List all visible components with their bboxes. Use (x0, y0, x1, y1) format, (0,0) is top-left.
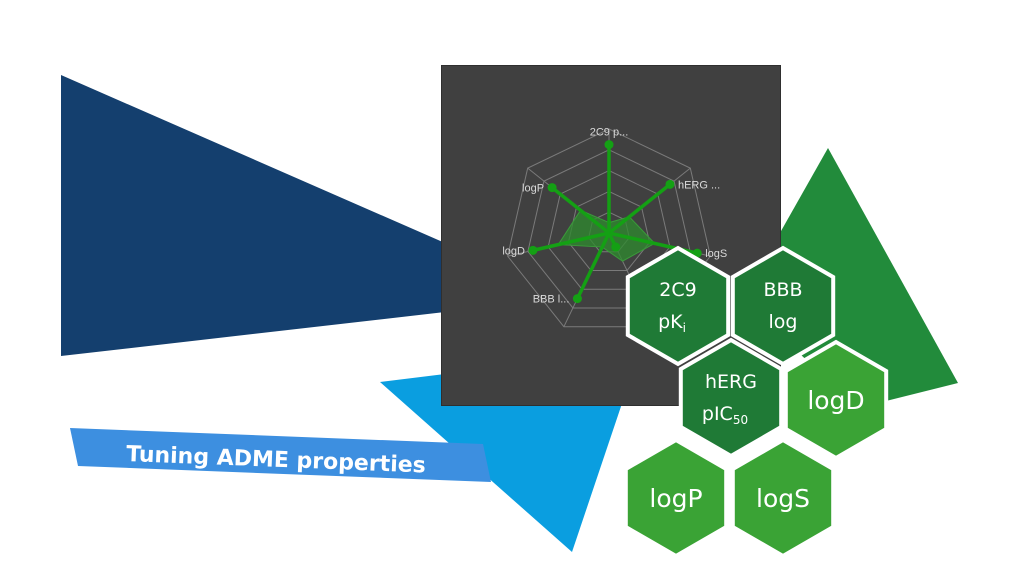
radar-axis-label: BBB l... (533, 294, 570, 306)
radar-axis-label: logP (522, 183, 544, 195)
radar-value-point (692, 248, 702, 258)
radar-value-line (550, 186, 611, 235)
radar-value-point (572, 294, 582, 304)
radar-value-point (528, 245, 538, 255)
hexagon-label: 2C9 (659, 279, 696, 301)
hexagon-2c9: 2C9 pKi (625, 245, 731, 367)
radar-ring (547, 170, 671, 290)
radar-value-point (665, 179, 675, 189)
radar-value-line (575, 232, 611, 300)
radar-axis-labels: 2C9 p... hERG ... logS BBB l... logD logP (502, 127, 727, 306)
hexagon-label: pKi (658, 311, 686, 335)
hexagon-logd: logD (783, 339, 889, 461)
radar-value-point (611, 242, 621, 252)
radar-value-point (547, 183, 557, 193)
radar-value-point (604, 140, 614, 150)
hexagon-label: logP (649, 484, 702, 513)
hexagon-label: logD (807, 386, 864, 415)
radar-axis-label: hERG ... (678, 179, 720, 191)
hexagon-label: BBB (763, 279, 802, 301)
radar-axis-label: logS (705, 248, 727, 260)
navy-wedge (61, 75, 445, 356)
radar-axis-label: logD (502, 245, 525, 257)
title-banner: Tuning ADME properties (70, 428, 491, 482)
hexagon-label: log (769, 311, 798, 333)
radar-chart-panel: 2C9 p... hERG ... logS BBB l... logD logP (441, 65, 781, 406)
radar-ring (507, 128, 711, 328)
radar-ring (567, 190, 651, 271)
hexagon-label: hERG (705, 371, 757, 393)
hexagon-logp: logP (623, 437, 729, 559)
radar-axis-label: 2C9 p... (590, 127, 629, 139)
radar-value-line (607, 182, 672, 235)
hexagon-label: logS (756, 484, 810, 513)
hexagon-bbb: BBB log (730, 245, 836, 367)
radar-ring (527, 149, 691, 309)
banner-shape (70, 428, 491, 482)
radar-value-line (532, 231, 610, 253)
hexagon-logs: logS (730, 437, 836, 559)
